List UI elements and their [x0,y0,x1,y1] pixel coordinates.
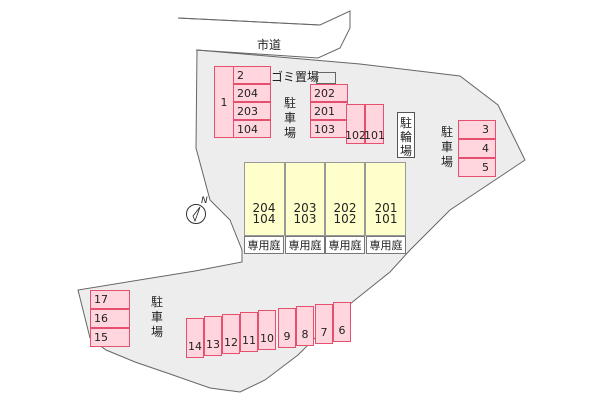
parking-spot-5: 5 [458,158,496,177]
garbage-area-label: ゴミ置場 [271,70,320,84]
garbage-area [316,72,336,84]
parking-label-bottom: 駐車場 [150,295,163,339]
parking-spot-202: 202 [310,84,348,102]
unit-lower-label: 103 [293,212,317,226]
parking-spot-203: 203 [233,102,271,120]
unit-upper-label: 203 [293,201,317,215]
private-garden: 専用庭 [244,236,284,254]
parking-spot-204: 204 [233,84,271,102]
parking-spot-10: 10 [258,310,276,350]
unit-lower-label: 101 [374,212,398,226]
parking-spot-17: 17 [90,290,130,309]
parking-spot-8: 8 [296,306,314,346]
parking-spot-9: 9 [278,308,296,348]
unit-lower-label: 104 [252,212,276,226]
unit-upper-label: 204 [252,201,276,215]
parking-spot-101: 101 [364,104,385,144]
unit-upper-label: 201 [374,201,398,215]
parking-spot-104: 104 [233,120,271,138]
road-edge [177,17,321,26]
parking-spot-2: 2 [233,66,271,84]
parking-spot-3: 3 [458,120,496,139]
parking-spot-14: 14 [186,318,204,358]
parking-spot-11: 11 [240,312,258,352]
building-unit-204-104 [244,162,285,236]
parking-spot-16: 16 [90,309,130,328]
private-garden: 専用庭 [285,236,325,254]
private-garden: 専用庭 [325,236,365,254]
parking-spot-15: 15 [90,328,130,347]
parking-spot-13: 13 [204,316,222,356]
road-label: 市道 [257,38,282,52]
parking-label-center: 駐車場 [283,96,296,140]
building-unit-202-102 [325,162,365,236]
parking-spot-201: 201 [310,102,348,120]
bike-parking: 駐輪場 [397,112,415,158]
parking-spot-12: 12 [222,314,240,354]
parking-spot-1: 1 [214,66,234,138]
unit-upper-label: 202 [333,201,357,215]
parking-spot-103: 103 [310,120,348,138]
parking-spot-4: 4 [458,139,496,158]
unit-lower-label: 102 [333,212,357,226]
parking-spot-102: 102 [345,104,366,144]
private-garden: 専用庭 [366,236,406,254]
parking-spot-7: 7 [315,304,333,344]
parking-spot-6: 6 [333,302,351,342]
building-unit-201-101 [365,162,406,236]
north-label: N [201,196,208,206]
building-unit-203-103 [285,162,325,236]
parking-label-right: 駐車場 [440,125,453,169]
north-arrow-icon [186,204,206,224]
